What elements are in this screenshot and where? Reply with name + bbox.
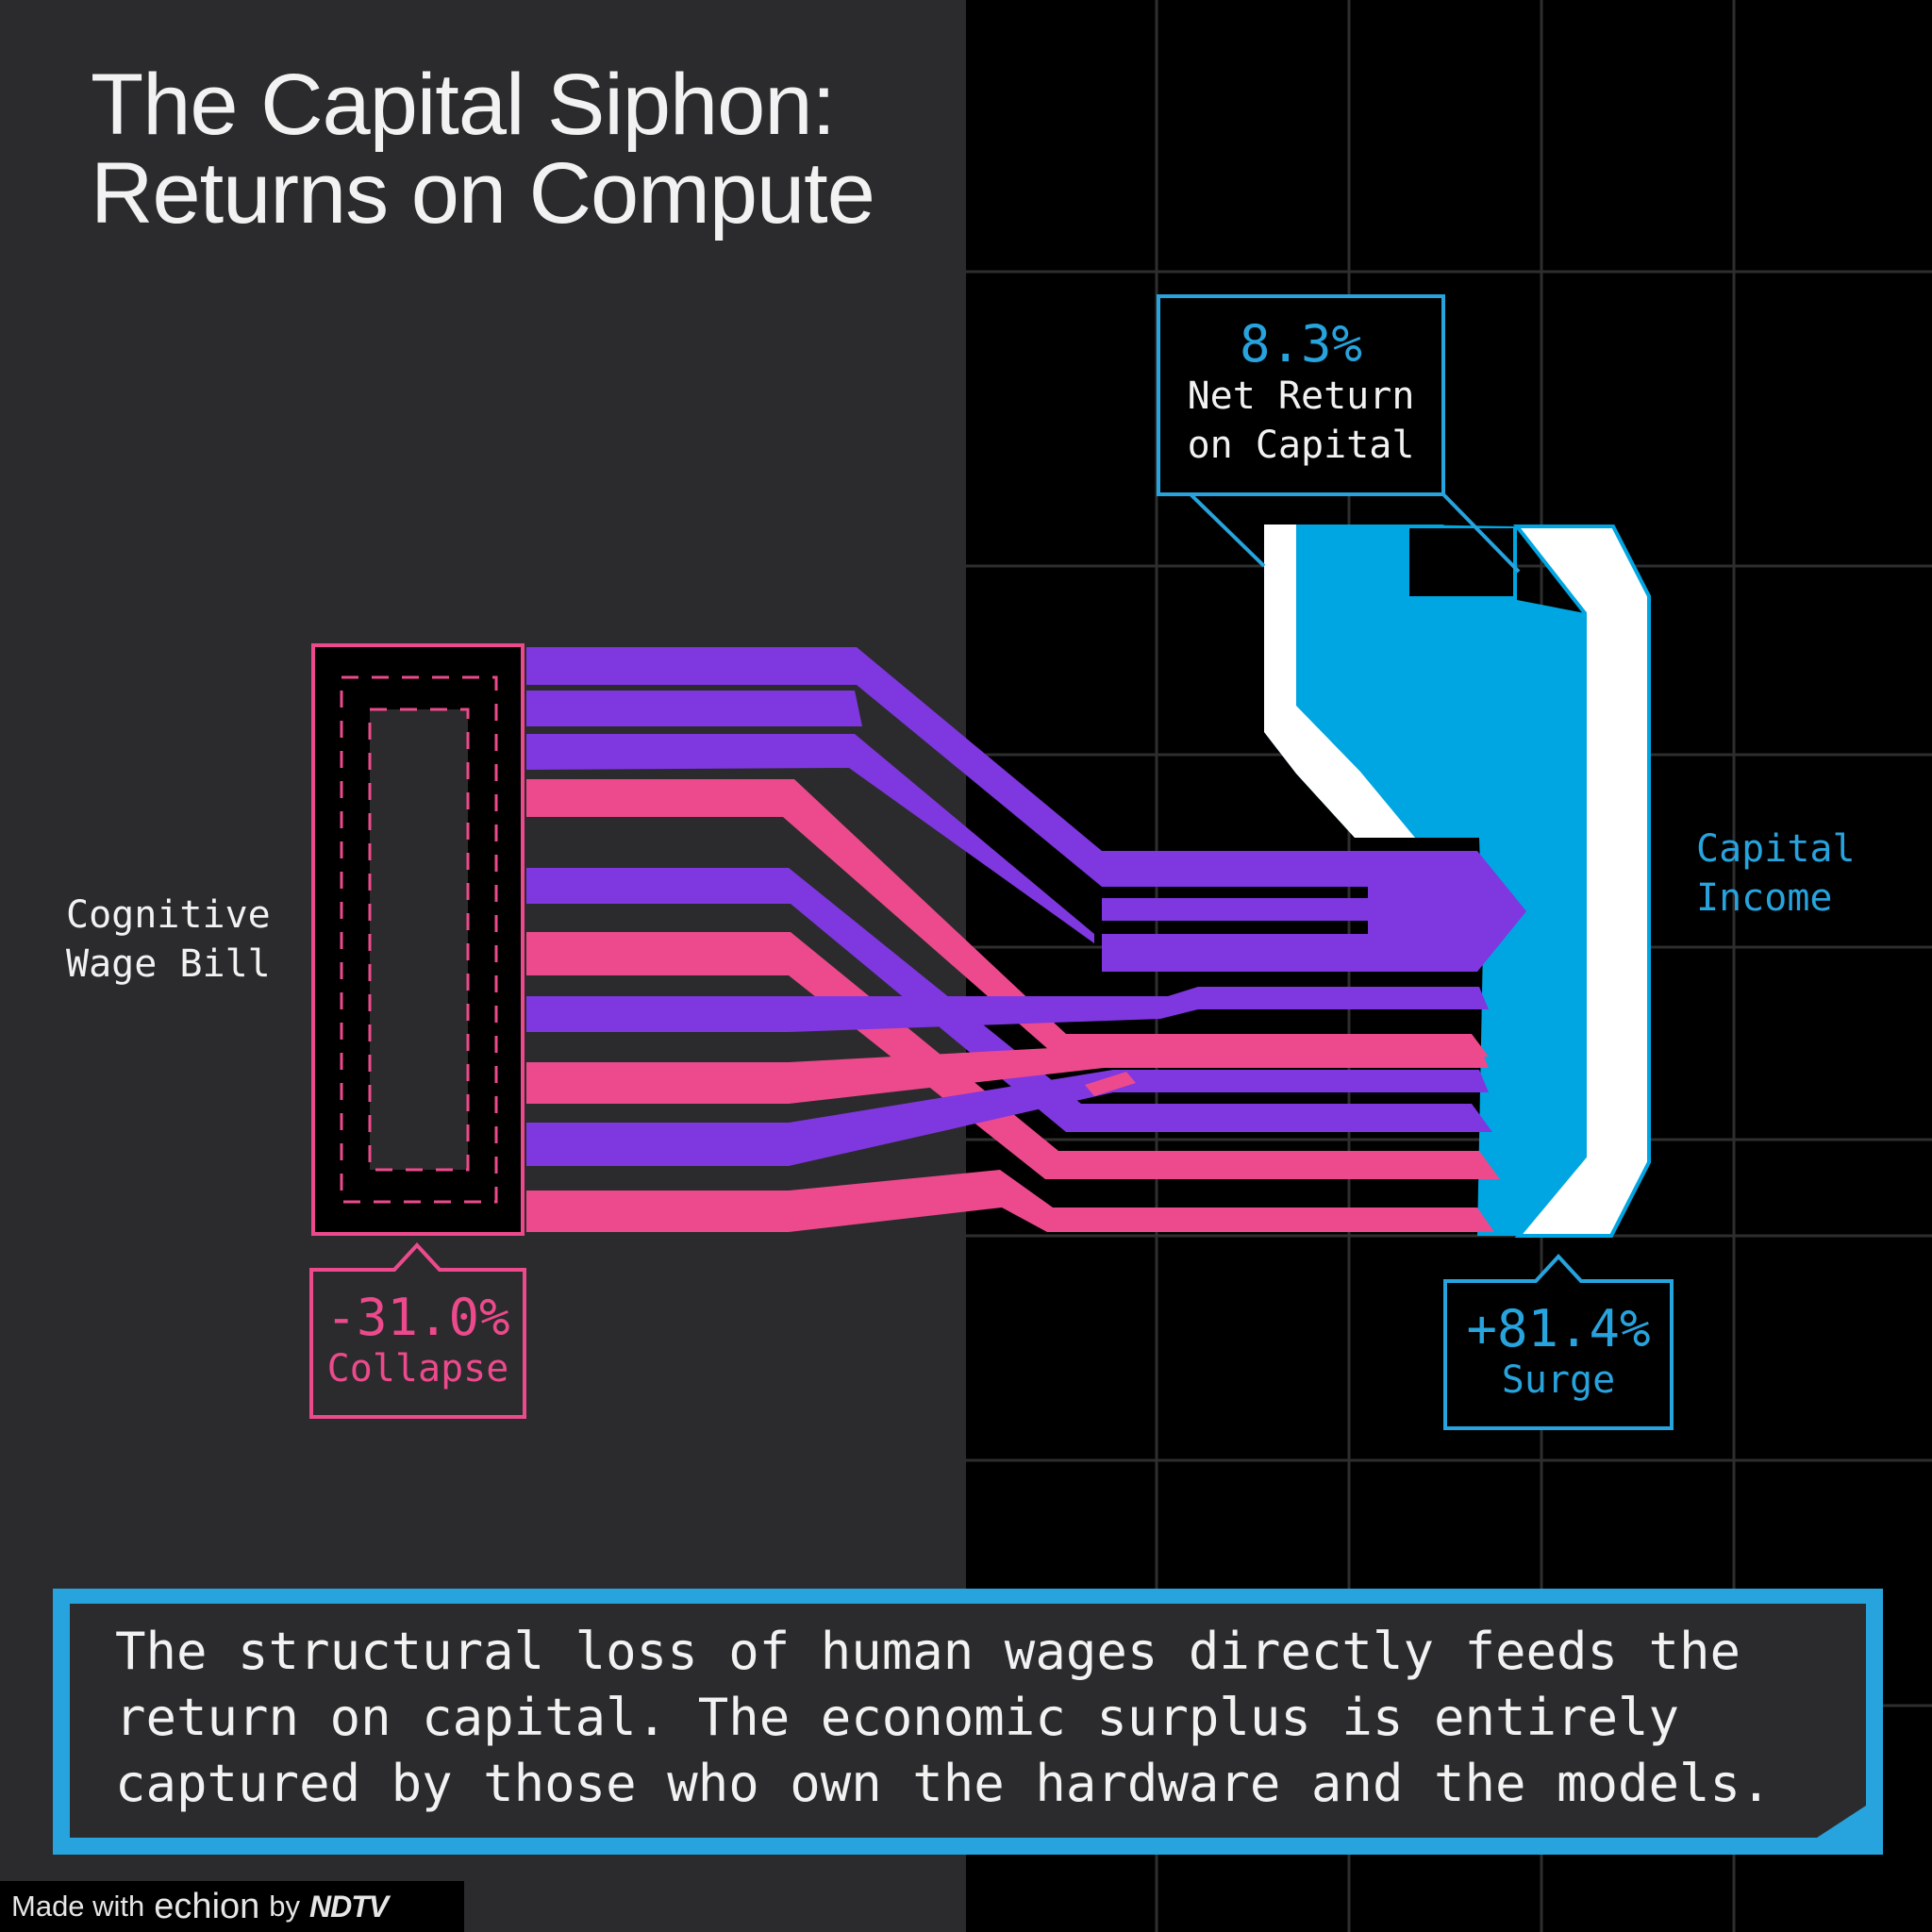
- collapse-callout-frame: [309, 1242, 526, 1419]
- wage-bill-node: [311, 643, 525, 1236]
- page-title: The Capital Siphon: Returns on Compute: [91, 57, 875, 242]
- flow-wage-3: [526, 1045, 1489, 1104]
- net-return-label: Net Return on Capital: [1187, 375, 1415, 467]
- wage-bill-inner-dashed-box: [368, 708, 470, 1172]
- surge-callout: +81.4% Surge: [1445, 1281, 1672, 1428]
- made-with-text: Made with: [11, 1890, 145, 1923]
- flow-compute-4: [526, 1070, 1489, 1166]
- flow-ribbons: [526, 647, 1526, 1232]
- flow-compute-upper-1: [526, 647, 1526, 972]
- flow-wage-4: [526, 1170, 1494, 1232]
- ndtv-logo: NDTV: [309, 1889, 389, 1924]
- collapse-callout: -31.0% Collapse: [311, 1270, 525, 1417]
- caption-text: The structural loss of human wages direc…: [115, 1622, 1772, 1813]
- collapse-value: -31.0%: [325, 1288, 510, 1347]
- collapse-label: Collapse: [326, 1347, 509, 1391]
- target-node-label: Capital Income: [1696, 827, 1856, 920]
- flow-compute-upper-3: [526, 734, 1094, 943]
- flow-wage-2: [526, 932, 1500, 1179]
- surge-label: Surge: [1501, 1358, 1616, 1402]
- title-line-2: Returns on Compute: [91, 145, 875, 242]
- echion-logo: echion: [154, 1886, 260, 1926]
- net-return-callout-frame: [1157, 294, 1521, 574]
- net-return-value: 8.3%: [1239, 314, 1363, 374]
- capital-node-notch-cutout: [1409, 528, 1513, 596]
- made-with-footer[interactable]: Made with echion by NDTV: [0, 1881, 464, 1932]
- title-line-1: The Capital Siphon:: [91, 57, 836, 153]
- capital-node-inner-accent: [1264, 525, 1415, 838]
- capital-node-body: [1264, 525, 1585, 1236]
- source-node-label: Cognitive Wage Bill: [66, 893, 271, 986]
- surge-value: +81.4%: [1466, 1299, 1651, 1358]
- net-return-callout: 8.3% Net Return on Capital: [1158, 296, 1443, 494]
- wage-bill-dashed-outline: [340, 675, 498, 1204]
- by-text: by: [269, 1890, 301, 1923]
- surge-callout-frame: [1443, 1254, 1674, 1430]
- flow-compute-2: [526, 868, 1492, 1132]
- caption-box-frame: [53, 1589, 1883, 1855]
- flow-compute-upper-2: [526, 691, 862, 726]
- flow-compute-3: [526, 987, 1489, 1032]
